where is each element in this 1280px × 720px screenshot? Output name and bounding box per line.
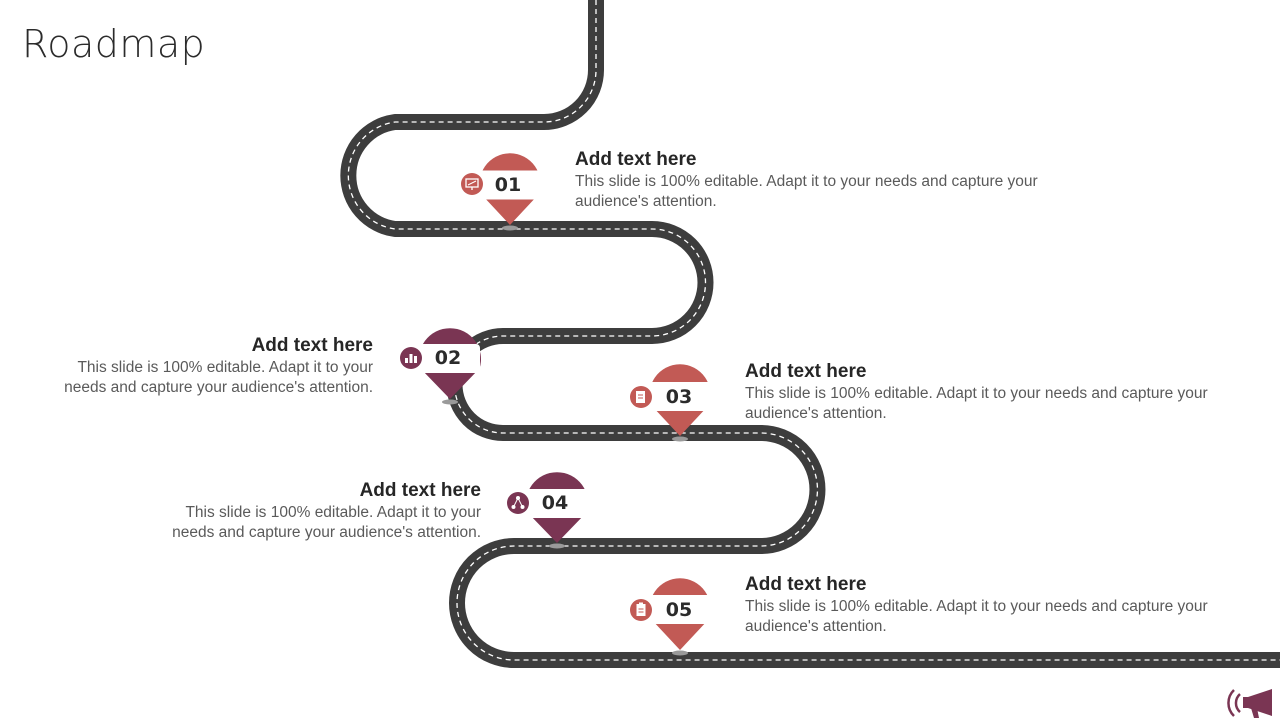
step-heading: Add text here bbox=[359, 480, 481, 501]
pin-number-band bbox=[648, 382, 712, 411]
pin-shadow bbox=[549, 543, 565, 549]
road bbox=[340, 0, 1280, 668]
milestone-pin-01: 01 bbox=[461, 153, 542, 231]
document-icon bbox=[630, 386, 652, 408]
step-heading: Add text here bbox=[251, 335, 373, 356]
step-number: 03 bbox=[666, 386, 692, 408]
step-text-03: Add text here This slide is 100% editabl… bbox=[745, 360, 1225, 424]
pin-number-band bbox=[418, 344, 480, 373]
step-number: 01 bbox=[495, 174, 521, 196]
step-text-05: Add text here This slide is 100% editabl… bbox=[745, 573, 1225, 637]
step-heading: Add text here bbox=[745, 361, 867, 382]
milestone-pin-02: 02 bbox=[400, 328, 481, 405]
step-description: This slide is 100% editable. Adapt it to… bbox=[172, 504, 481, 541]
pin-number-band bbox=[648, 595, 712, 624]
pin-number-band bbox=[525, 489, 589, 518]
network-icon bbox=[507, 492, 529, 514]
milestone-pin-05: 05 bbox=[630, 578, 712, 656]
step-text-04: Add text here This slide is 100% editabl… bbox=[0, 479, 481, 543]
page-title: Roadmap bbox=[22, 22, 206, 66]
bar-chart-icon bbox=[400, 347, 422, 369]
pin-shadow bbox=[502, 225, 518, 231]
step-heading: Add text here bbox=[575, 149, 697, 170]
pin-shadow bbox=[672, 650, 688, 656]
step-number: 05 bbox=[666, 599, 692, 621]
megaphone-icon bbox=[1227, 689, 1272, 718]
step-number: 02 bbox=[435, 347, 461, 369]
pin-shadow bbox=[442, 399, 458, 405]
milestone-pin-03: 03 bbox=[630, 364, 712, 442]
pin-shadow bbox=[672, 436, 688, 442]
step-description: This slide is 100% editable. Adapt it to… bbox=[745, 385, 1208, 422]
clipboard-icon bbox=[630, 599, 652, 621]
step-description: This slide is 100% editable. Adapt it to… bbox=[745, 598, 1208, 635]
step-description: This slide is 100% editable. Adapt it to… bbox=[64, 359, 373, 396]
presentation-icon bbox=[461, 173, 483, 195]
step-number: 04 bbox=[542, 492, 568, 514]
milestone-pin-04: 04 bbox=[507, 472, 589, 549]
step-description: This slide is 100% editable. Adapt it to… bbox=[575, 173, 1038, 210]
road-surface bbox=[340, 0, 1280, 668]
step-text-02: Add text here This slide is 100% editabl… bbox=[0, 334, 373, 398]
step-text-01: Add text here This slide is 100% editabl… bbox=[575, 148, 1065, 212]
pin-number-band bbox=[478, 170, 542, 200]
step-heading: Add text here bbox=[745, 574, 867, 595]
